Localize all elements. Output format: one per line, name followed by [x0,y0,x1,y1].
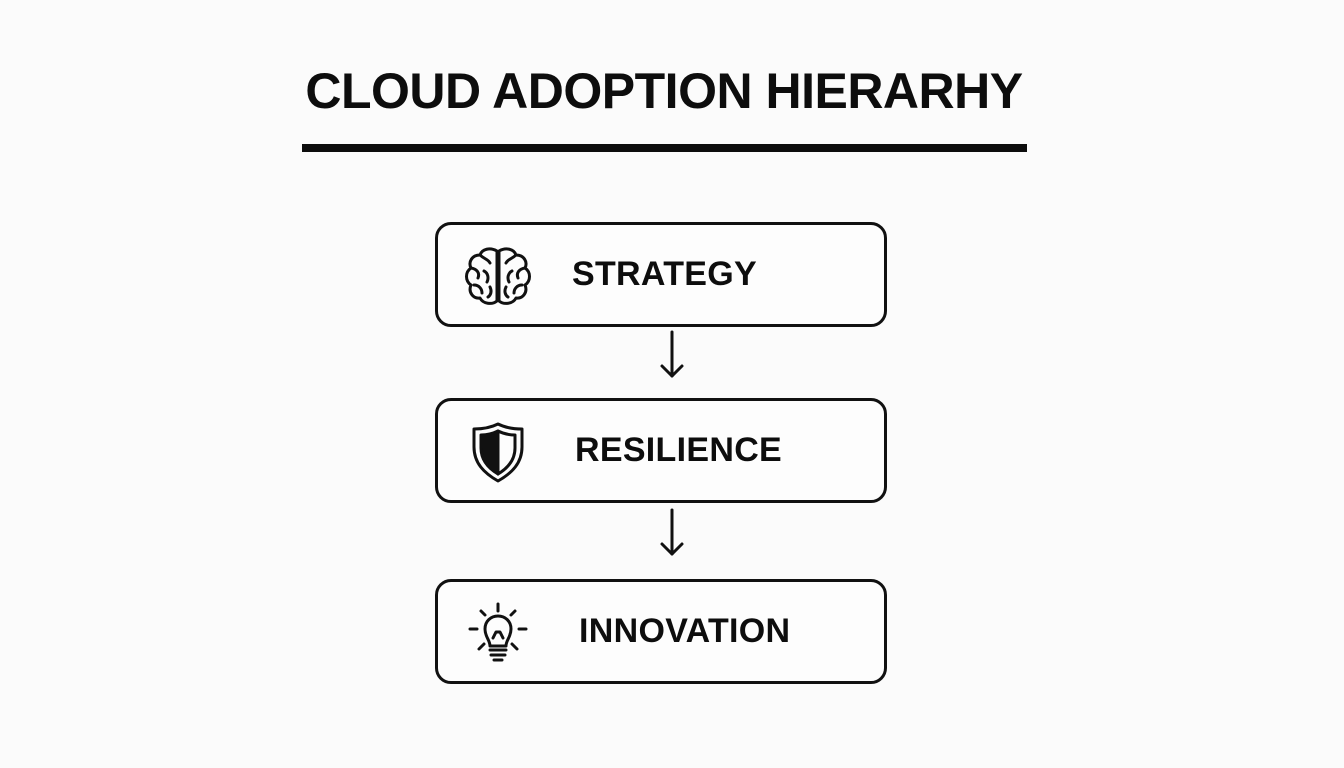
diagram-title: CLOUD ADOPTION HIERARHY [305,63,1023,119]
brain-icon [462,245,534,307]
arrow-down-icon [652,508,692,558]
lightbulb-icon [462,602,534,664]
step-box-strategy: STRATEGY [435,222,887,327]
shield-icon [462,421,534,483]
arrow-down-icon [652,330,692,380]
step-box-innovation: INNOVATION [435,579,887,684]
step-label-strategy: STRATEGY [572,255,758,293]
step-label-resilience: RESILIENCE [575,431,783,469]
step-label-innovation: INNOVATION [579,612,791,650]
step-box-resilience: RESILIENCE [435,398,887,503]
title-underline [302,144,1027,152]
